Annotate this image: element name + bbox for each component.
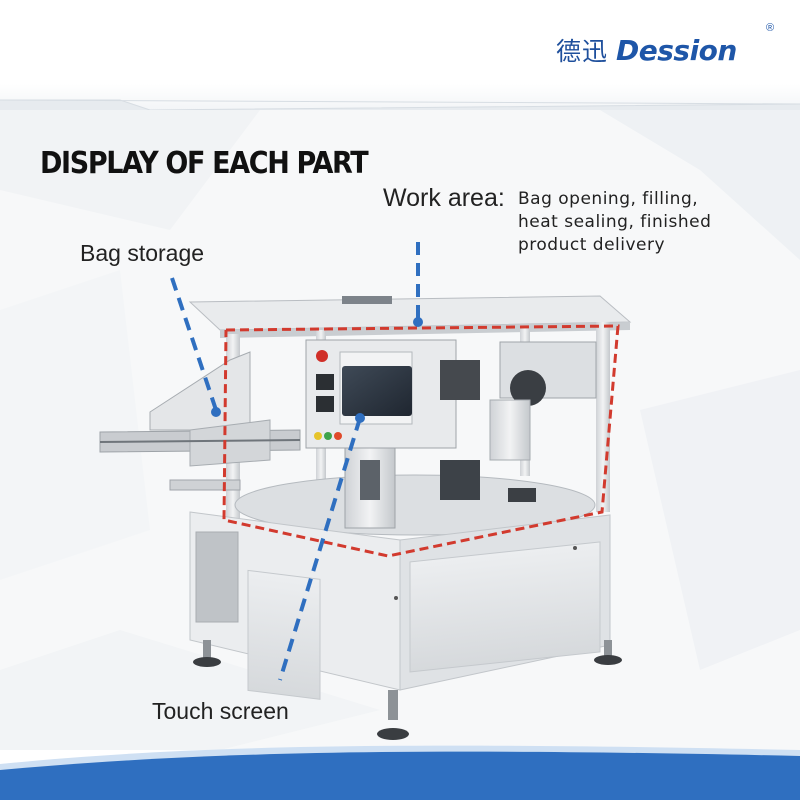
bag-storage-label: Bag storage	[80, 240, 205, 266]
pointer-lines	[170, 242, 420, 681]
work-area-description: Bag opening, filling, heat sealing, fini…	[518, 188, 711, 257]
emergency-stop-icon	[316, 350, 328, 362]
work-area-outline	[222, 324, 620, 558]
control-box	[305, 339, 457, 449]
touch-screen-display	[342, 366, 412, 416]
status-lamp-icon	[314, 432, 322, 440]
filling-column	[344, 447, 480, 529]
work-area-label: Work area:	[383, 184, 505, 212]
gripper-assembly	[440, 341, 597, 502]
work-area-description-line: Bag opening, filling,	[518, 189, 699, 209]
registered-mark: ®	[766, 22, 775, 34]
touch-screen-pointer	[278, 417, 362, 681]
brand-chinese-name: 德迅	[556, 37, 609, 66]
turntable	[234, 474, 596, 536]
top-frame	[188, 295, 632, 338]
work-area-description-line: heat sealing, finished	[518, 212, 712, 232]
bag-storage-magazine	[99, 351, 301, 491]
touch-screen-label: Touch screen	[152, 698, 289, 724]
brand-english-name: Dession	[616, 33, 737, 67]
leveling-feet	[193, 640, 622, 740]
footer-wave	[0, 745, 800, 800]
base-cabinet	[189, 511, 611, 700]
bag-storage-pointer	[170, 277, 218, 411]
page-heading: DISPLAY OF EACH PART	[40, 146, 369, 181]
brand-logo: 德迅 Dession ®	[556, 22, 774, 70]
work-area-description-line: product delivery	[518, 235, 666, 255]
